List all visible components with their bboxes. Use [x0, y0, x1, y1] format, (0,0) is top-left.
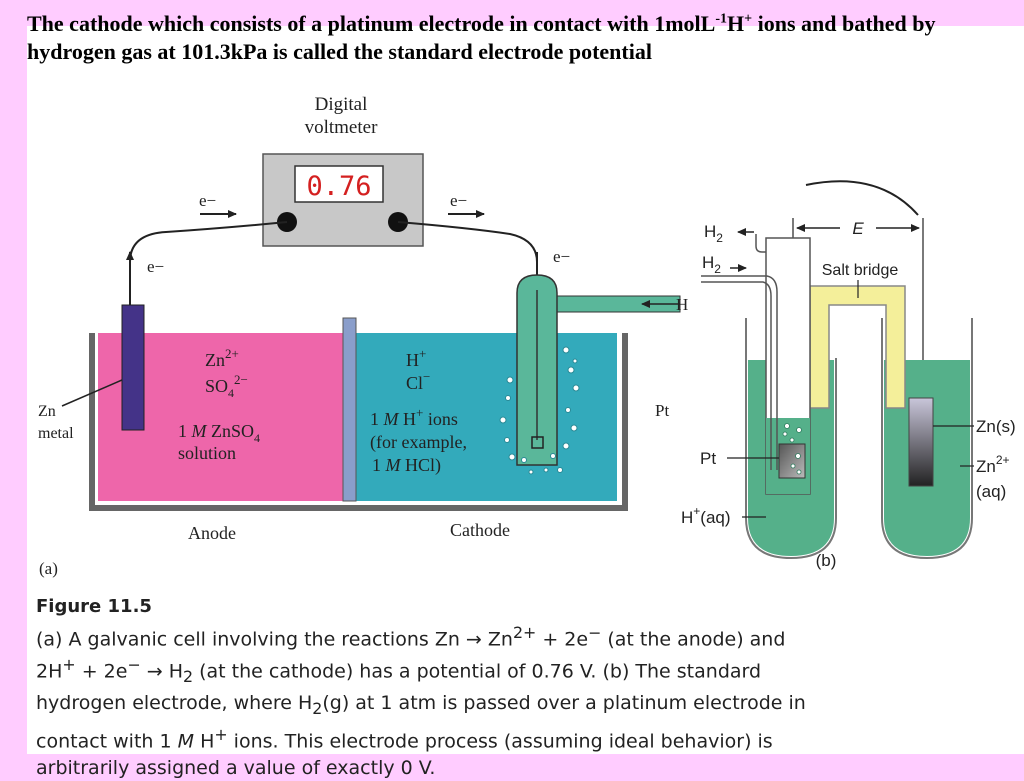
zn-metal-pointer [61, 379, 123, 407]
electron-label-4: e− [553, 247, 570, 266]
panel-label-b: (b) [816, 551, 837, 570]
voltmeter-label-line1: Digital [315, 94, 368, 115]
slide-title: The cathode which consists of a platinum… [27, 11, 936, 64]
zinc-electrode [121, 304, 145, 431]
salt-bridge-label: Salt bridge [822, 262, 899, 279]
h2-bubbles-b [782, 423, 802, 475]
anode-solution-label-line2: solution [178, 443, 236, 463]
e-label: E [852, 219, 864, 238]
h2-bubbles-a [499, 346, 580, 475]
caption-line-2: 2H+ + 2e− → H2 (at the cathode) has a po… [36, 655, 762, 687]
beaker-wall [89, 333, 628, 511]
figure-caption: Figure 11.5 (a) A galvanic cell involvin… [36, 594, 996, 781]
zn-ion-label-b-line2: (aq) [976, 482, 1006, 501]
h2-inlet-tube-b [701, 275, 778, 470]
right-tube-wall [881, 318, 973, 560]
wire-anode [129, 221, 288, 310]
voltmeter-label-line2: voltmeter [305, 117, 378, 138]
zn-ion-label-b: Zn2+ [976, 453, 1010, 476]
caption-line-1: (a) A galvanic cell involving the reacti… [36, 623, 786, 651]
top-curve-wire [805, 180, 919, 216]
h2-inlet-label-a: H [676, 295, 688, 314]
figure-caption-title: Figure 11.5 [36, 596, 152, 617]
salt-bridge [809, 285, 906, 409]
zn-metal-label-line1: Zn [38, 403, 56, 420]
h-ion-label: H+ [406, 346, 426, 370]
figure-b: E Salt bridge H2 H2 Pt [681, 180, 1016, 570]
voltmeter-display [294, 165, 384, 203]
panel-label-a: (a) [39, 559, 58, 578]
cathode-label: Cathode [450, 520, 510, 540]
cl-ion-label: Cl− [406, 369, 430, 393]
h-aq-label: H+(aq) [681, 504, 731, 527]
anode-solution-label-line1: 1 M ZnSO4 [178, 421, 260, 445]
cathode-solution-label-line2: (for example, [370, 432, 467, 453]
cathode-solution-label-line1: 1 M H+ ions [370, 405, 458, 429]
electron-label-1: e− [199, 191, 216, 210]
porous-partition [342, 317, 357, 502]
h2-outlet-label: H2 [704, 222, 723, 245]
voltmeter-reading: 0.76 [306, 171, 371, 202]
caption-line-3: hydrogen electrode, where H2(g) at 1 atm… [36, 692, 806, 719]
h2-inlet-tube-b-inner [701, 281, 772, 470]
caption-line-4: contact with 1 M H+ ions. This electrode… [36, 725, 773, 753]
h2-outlet-tube [755, 234, 766, 253]
anode-label: Anode [188, 523, 236, 543]
cathode-solution-label-line3: 1 M HCl) [372, 455, 441, 476]
figure-a: Digital voltmeter 0.76 e− e− e− e− Zn me… [38, 94, 688, 578]
pt-label: Pt [655, 401, 669, 420]
pt-label-b: Pt [700, 449, 716, 468]
zinc-rod-b [908, 397, 934, 487]
h2-inlet-label: H2 [702, 253, 721, 276]
electron-label-2: e− [450, 191, 467, 210]
zns-label: Zn(s) [976, 417, 1016, 436]
zn-metal-label-line2: metal [38, 425, 74, 442]
left-tube-wall [745, 318, 837, 560]
pt-plate [531, 436, 544, 449]
electron-label-3: e− [147, 257, 164, 276]
zn-ion-label: Zn2+ [205, 346, 239, 370]
so4-ion-label: SO42− [205, 372, 248, 400]
wire-cathode [397, 221, 538, 290]
